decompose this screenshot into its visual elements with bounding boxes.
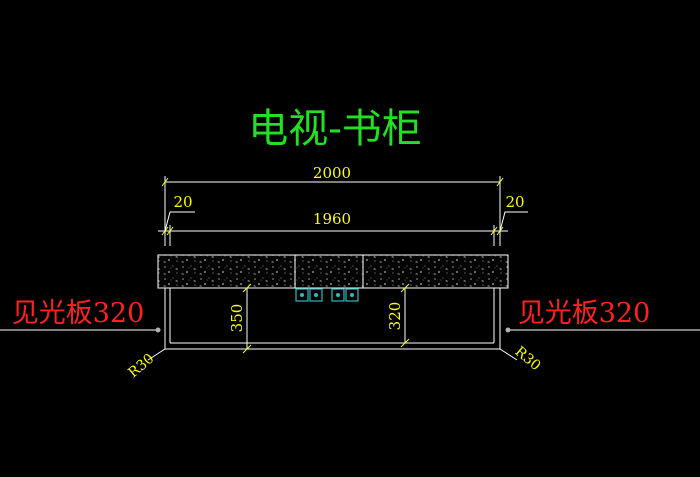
radius-leaders: [147, 348, 518, 361]
dimension-right-height-text: 320: [386, 302, 404, 331]
dimension-inner-width: [158, 211, 528, 246]
cabinet-body: [164, 288, 501, 350]
dimension-overall-width: [161, 176, 504, 246]
power-outlet-icon: [309, 288, 323, 302]
power-outlet-icon: [345, 288, 359, 302]
dimension-right-height: [400, 283, 410, 348]
annotation-right-label: 见光板320: [518, 298, 651, 329]
dimension-inner-width-text: 1960: [313, 210, 351, 228]
dimension-left-height: [242, 283, 252, 354]
floor-marker-left: [155, 327, 161, 333]
radius-left-text: R30: [125, 351, 157, 381]
dimension-right-offset-text: 20: [505, 193, 524, 211]
cabinet-top-panel: [157, 254, 509, 289]
dimension-left-height-text: 350: [228, 304, 246, 333]
power-outlet-icon: [295, 288, 309, 302]
radius-right-text: R30: [512, 344, 544, 374]
dimension-overall-width-text: 2000: [313, 164, 351, 182]
annotation-left-label: 见光板320: [12, 298, 145, 329]
floor-marker-right: [505, 327, 511, 333]
drawing-title: 电视-书柜: [248, 106, 422, 152]
power-outlet-group: [295, 288, 359, 302]
power-outlet-icon: [331, 288, 345, 302]
dimension-left-offset-text: 20: [173, 193, 192, 211]
